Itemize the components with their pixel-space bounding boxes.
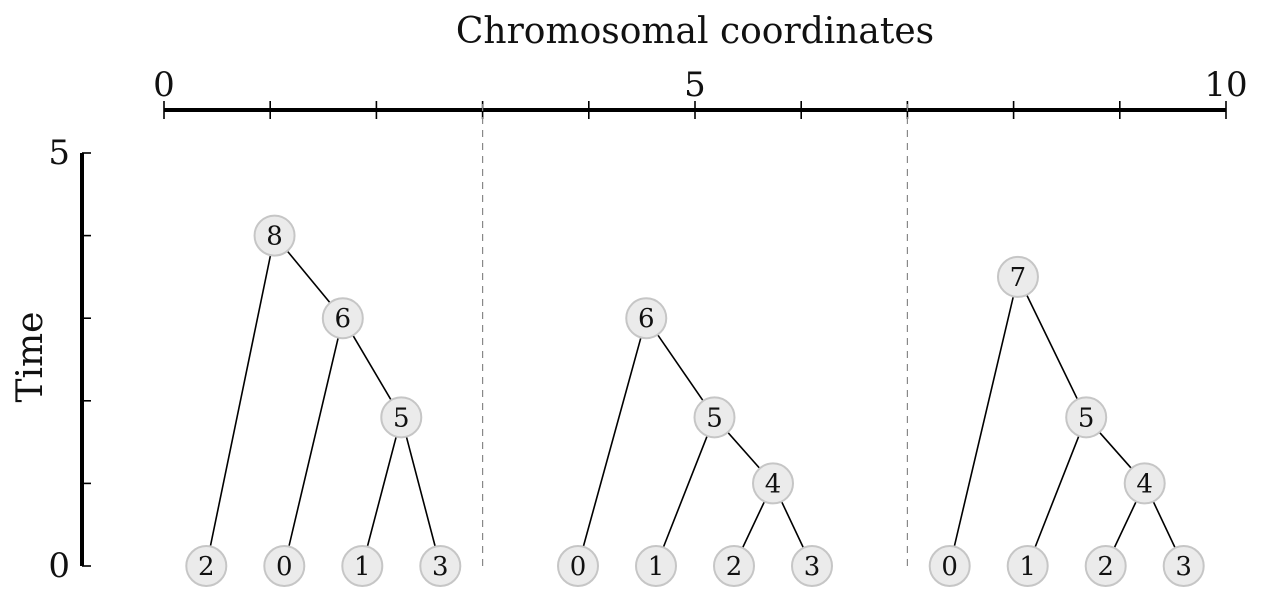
node-circle [1006, 545, 1049, 587]
node-label: 2 [726, 552, 743, 582]
tree-edge [205, 235, 276, 567]
node-label: 2 [1097, 552, 1114, 582]
tree-node: 6 [625, 297, 668, 340]
tree-node: 4 [1123, 462, 1166, 505]
node-circle [1065, 396, 1108, 439]
node-circle [791, 545, 833, 587]
node-circle [996, 255, 1039, 298]
node-label: 0 [276, 552, 293, 582]
node-label: 0 [941, 552, 958, 582]
node-label: 8 [266, 222, 283, 252]
tree-node: 5 [1065, 396, 1108, 439]
tree-edge [948, 276, 1019, 567]
x-tick-label: 0 [153, 65, 175, 105]
node-label: 0 [570, 552, 587, 582]
node-circle [635, 545, 677, 587]
tree-2: 0 1 2 3 4 5 6 [557, 297, 833, 587]
node-label: 5 [1078, 403, 1095, 433]
tree-edge [283, 318, 344, 567]
node-label: 6 [638, 304, 655, 334]
node-label: 4 [765, 469, 782, 499]
tree-node: 5 [380, 396, 423, 439]
trees: 2 0 1 3 5 6 8 0 1 2 3 4 5 6 0 1 2 3 4 5 7 [185, 214, 1205, 587]
y-tick-label: 0 [48, 546, 70, 586]
node-circle [1084, 545, 1127, 587]
node-circle [693, 396, 736, 439]
tree-edge [361, 417, 403, 567]
node-circle [253, 214, 296, 257]
tree-node: 0 [263, 545, 306, 587]
x-axis: 0 5 10 [153, 65, 1248, 119]
tree-node: 3 [419, 545, 462, 587]
node-label: 4 [1136, 469, 1153, 499]
tree-node: 1 [341, 545, 384, 587]
node-circle [752, 462, 794, 505]
tree-node: 1 [1006, 545, 1049, 587]
figure-title: Chromosomal coordinates [456, 11, 934, 52]
node-label: 6 [335, 304, 352, 334]
tree-node: 2 [185, 545, 228, 587]
node-label: 5 [393, 403, 410, 433]
tree-node: 0 [928, 545, 971, 587]
tree-node: 5 [693, 396, 736, 439]
tree-node: 8 [253, 214, 296, 257]
node-label: 3 [1175, 552, 1192, 582]
tree-node: 7 [996, 255, 1039, 298]
tree-edge [1017, 276, 1087, 418]
x-tick-label: 5 [684, 65, 706, 105]
tree-node: 0 [557, 545, 599, 587]
node-label: 1 [1019, 552, 1036, 582]
node-label: 3 [804, 552, 821, 582]
tree-edge [655, 417, 716, 567]
node-circle [625, 297, 668, 340]
tree-1: 2 0 1 3 5 6 8 [185, 214, 462, 587]
node-circle [341, 545, 384, 587]
tree-node: 3 [791, 545, 833, 587]
tree-node: 6 [321, 297, 364, 340]
tree-node: 1 [635, 545, 677, 587]
node-circle [380, 396, 423, 439]
node-circle [419, 545, 462, 587]
node-circle [1123, 462, 1166, 505]
node-circle [321, 297, 364, 340]
node-label: 7 [1010, 263, 1027, 293]
node-circle [1162, 545, 1205, 587]
tree-edge [577, 317, 648, 567]
tree-node: 2 [713, 545, 755, 587]
tree-edge [1026, 417, 1087, 567]
tree-node: 4 [752, 462, 794, 505]
tree-3: 0 1 2 3 4 5 7 [928, 255, 1205, 587]
node-circle [713, 545, 755, 587]
breakpoint-separators [482, 104, 909, 566]
x-tick-label: 10 [1204, 65, 1247, 105]
node-label: 1 [354, 552, 371, 582]
node-label: 1 [648, 552, 665, 582]
node-circle [263, 545, 306, 587]
node-label: 3 [432, 552, 449, 582]
node-circle [557, 545, 599, 587]
y-tick-label: 5 [48, 133, 70, 173]
y-axis-label: Time [10, 312, 51, 403]
node-label: 2 [198, 552, 215, 582]
tree-node: 3 [1162, 545, 1205, 587]
tree-edge [400, 417, 442, 567]
node-circle [928, 545, 971, 587]
node-label: 5 [706, 403, 723, 433]
node-circle [185, 545, 228, 587]
y-axis: 05 [48, 133, 91, 586]
tree-node: 2 [1084, 545, 1127, 587]
